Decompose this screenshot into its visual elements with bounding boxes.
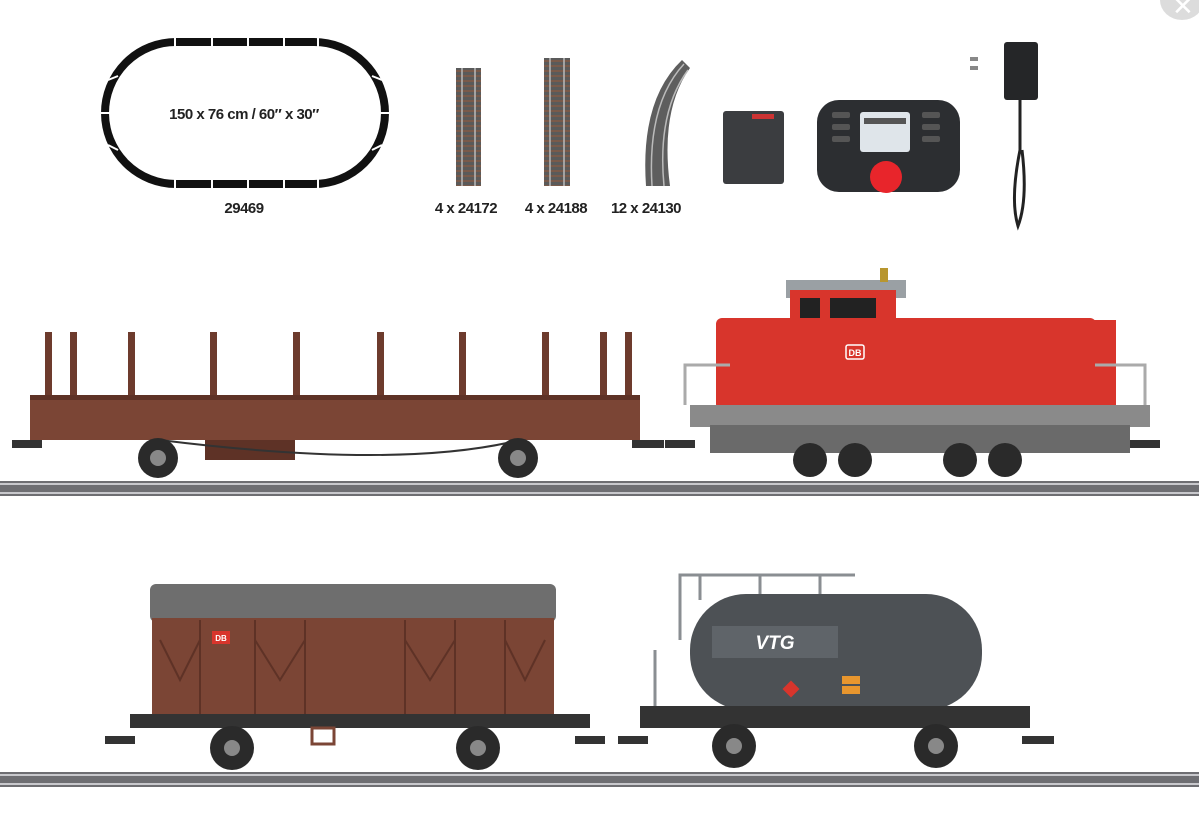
vtg-logo: VTG	[755, 633, 794, 654]
component-label: 4 x 24188	[525, 200, 587, 217]
track-article-number: 29469	[224, 200, 263, 217]
mobile-station-controller	[817, 100, 960, 193]
stake-wagon	[12, 332, 664, 478]
db-logo: DB	[215, 634, 227, 643]
rail-lower	[0, 772, 1199, 787]
component-label: 12 x 24130	[611, 200, 681, 217]
component-label: 4 x 24172	[435, 200, 497, 217]
close-icon: ✕	[1172, 0, 1194, 22]
oval-track-plan: 150 x 76 cm / 60″ x 30″ 29469	[98, 36, 392, 217]
straight-track-24172	[456, 68, 481, 186]
straight-track-24188	[544, 58, 570, 186]
track-dimensions: 150 x 76 cm / 60″ x 30″	[169, 106, 319, 123]
curved-track-24130	[645, 60, 690, 187]
connector-box	[723, 111, 784, 184]
covered-goods-wagon: DB	[105, 584, 605, 770]
db-logo: DB	[849, 348, 862, 358]
tank-wagon: VTG	[618, 573, 1054, 768]
power-supply	[970, 42, 1038, 231]
diesel-locomotive: DB	[665, 268, 1160, 477]
rail-upper	[0, 481, 1199, 496]
close-button[interactable]: ✕	[1160, 0, 1199, 20]
